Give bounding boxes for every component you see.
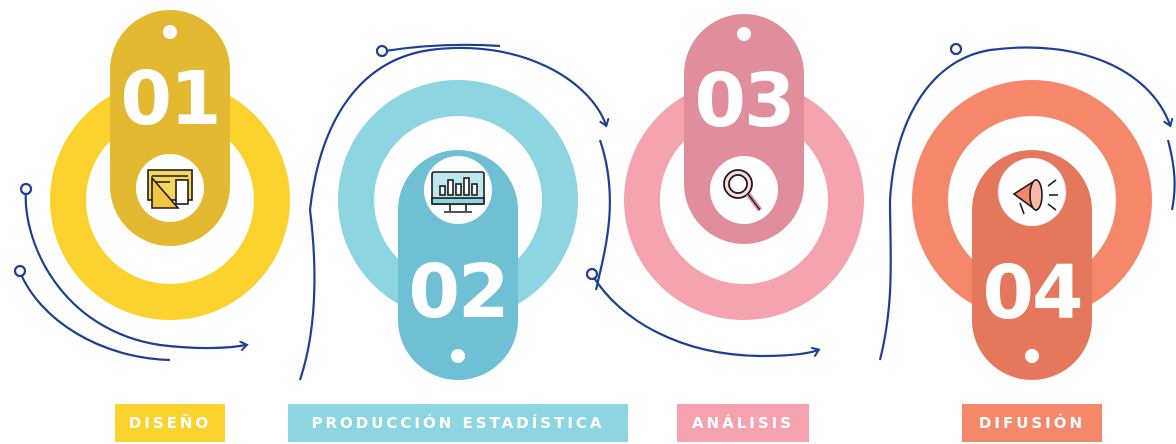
step-3: 03 <box>624 14 864 320</box>
step-1-number: 01 <box>121 56 220 142</box>
arc-3-4-side <box>878 199 892 361</box>
monitor-bar-chart-icon <box>431 171 485 213</box>
step-3-hole <box>737 27 751 41</box>
step-4: 04 <box>912 80 1152 380</box>
step-4-label: DIFUSIÓN <box>962 404 1102 442</box>
arc-in-left-outer <box>18 271 171 362</box>
arc-3-4 <box>888 46 1170 201</box>
arc-1-2 <box>308 46 606 211</box>
step-4-hole <box>1025 349 1039 363</box>
arc-start-dot-2 <box>13 264 27 278</box>
magnifier-icon <box>723 169 762 212</box>
arc-3-dot <box>585 267 599 281</box>
step-1-label: DISEÑO <box>115 404 225 442</box>
ruler-triangle-icon <box>147 169 193 209</box>
step-3-label: ANÁLISIS <box>677 404 809 442</box>
arc-2-3-side <box>594 139 611 291</box>
step-2-hole <box>451 349 465 363</box>
arc-2-side <box>298 209 316 381</box>
arc-4-dot <box>949 42 963 56</box>
arc-in-left <box>24 189 246 348</box>
arc-1-2-top <box>384 43 501 53</box>
megaphone-icon <box>1012 178 1058 215</box>
arc-2-dot <box>375 44 389 58</box>
step-2-number: 02 <box>409 249 508 335</box>
step-4-number: 04 <box>983 250 1082 336</box>
arc-start-dot <box>19 182 33 196</box>
arc-2-3 <box>592 275 818 358</box>
step-3-number: 03 <box>695 58 794 144</box>
arc-out-right <box>1166 139 1176 211</box>
step-1: 01 <box>50 10 290 320</box>
step-2-label: PRODUCCIÓN ESTADÍSTICA <box>288 404 628 442</box>
step-2: 02 <box>338 80 578 380</box>
flow-arrows <box>13 42 1176 381</box>
step-2-pill <box>398 150 518 380</box>
step-1-hole <box>163 25 177 39</box>
